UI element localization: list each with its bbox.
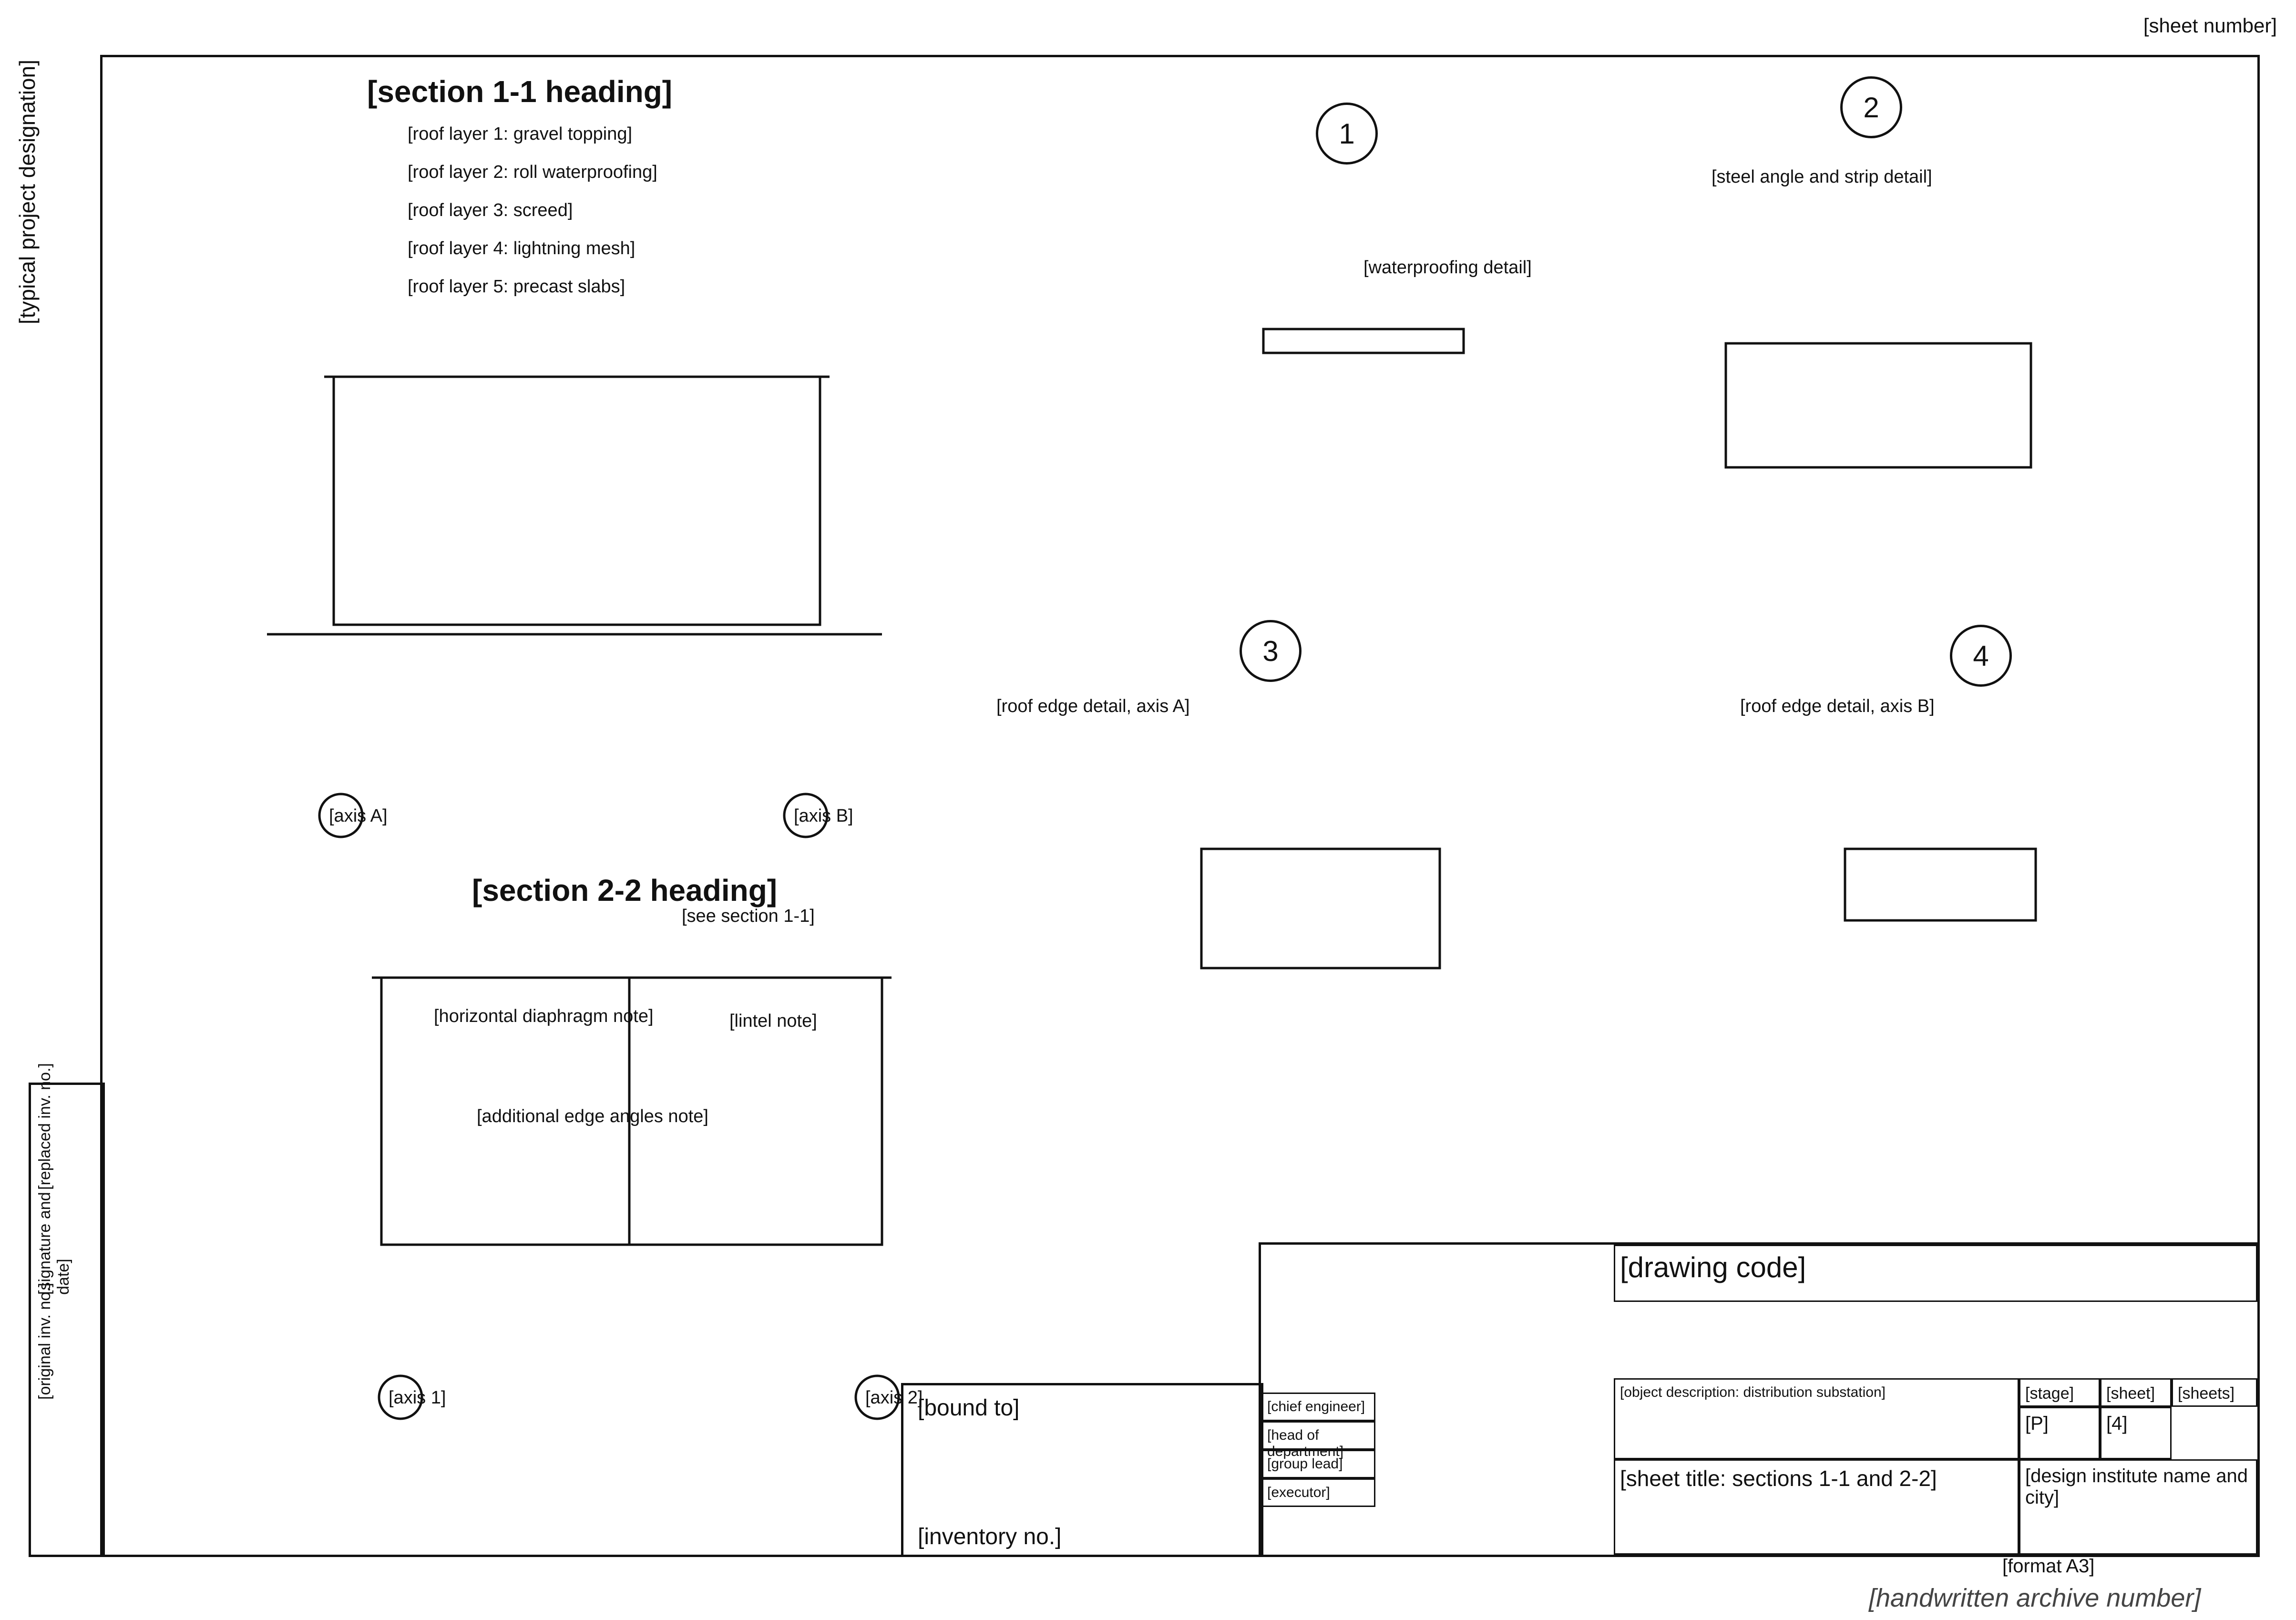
side-strip: [original inv. no.] [signature and date]… xyxy=(29,1063,105,1557)
node-2-caption: [steel angle and strip detail] xyxy=(1712,167,1932,187)
role-2: [head of department] xyxy=(1261,1421,1375,1459)
layer-5: [roof layer 5: precast slabs] xyxy=(408,277,625,297)
section-2-reference: [see section 1-1] xyxy=(682,906,815,926)
diaphragm-note: [horizontal diaphragm note] xyxy=(434,1006,654,1026)
organization: [design institute name and city] xyxy=(2019,1459,2257,1555)
role-1: [chief engineer] xyxy=(1261,1393,1375,1421)
axis-2-bubble xyxy=(854,1374,900,1420)
title-block: [drawing code] [object description: dist… xyxy=(1259,1242,2260,1557)
binding-block: [bound to] [inventory no.] xyxy=(901,1383,1263,1557)
node-1-sketch xyxy=(1262,328,1465,354)
section-2-title: [section 2-2 heading] xyxy=(472,873,778,908)
layer-2: [roof layer 2: roll waterproofing] xyxy=(408,162,657,182)
handwritten-number: [handwritten archive number] xyxy=(1869,1584,2201,1612)
node-3-caption: [roof edge detail, axis A] xyxy=(996,696,1190,716)
stage-label: [stage] xyxy=(2019,1378,2100,1407)
stage-value: [P] xyxy=(2019,1407,2100,1459)
node-2-sketch xyxy=(1724,342,2032,469)
section-1-outline xyxy=(332,375,821,626)
section-2-outline xyxy=(380,976,883,1246)
axis-1-bubble xyxy=(378,1374,423,1420)
node-4-caption: [roof edge detail, axis B] xyxy=(1740,696,1935,716)
axis-a-bubble xyxy=(318,793,364,838)
layer-4: [roof layer 4: lightning mesh] xyxy=(408,238,636,258)
side-cell-3: [replaced inv. no.] xyxy=(36,1063,54,1190)
axis-2-label: [axis 2] xyxy=(865,1388,923,1408)
format-label: [format A3] xyxy=(2002,1556,2095,1577)
axis-1-label: [axis 1] xyxy=(389,1388,446,1408)
sheet-label: [sheet] xyxy=(2100,1378,2172,1407)
role-3: [group lead] xyxy=(1261,1450,1375,1478)
sheet-value: [4] xyxy=(2100,1407,2172,1459)
node-2-mark: 2 xyxy=(1840,76,1902,138)
inventory-label: [inventory no.] xyxy=(918,1524,1062,1549)
binding-label: [bound to] xyxy=(918,1395,1020,1421)
angles-note: [additional edge angles note] xyxy=(477,1106,708,1126)
role-4: [executor] xyxy=(1261,1478,1375,1507)
axis-b-bubble xyxy=(783,793,829,838)
layer-3: [roof layer 3: screed] xyxy=(408,200,573,220)
node-3-mark: 3 xyxy=(1240,620,1302,682)
page-number: [sheet number] xyxy=(2143,14,2277,37)
node-1-mark: 1 xyxy=(1316,103,1378,165)
sheets-label: [sheets] xyxy=(2172,1378,2257,1407)
node-3-sketch xyxy=(1200,847,1441,970)
object-description: [object description: distribution substa… xyxy=(1614,1378,2019,1459)
node-4-sketch xyxy=(1844,847,2037,922)
node-1-caption: [waterproofing detail] xyxy=(1363,258,1532,278)
axis-a-label: [axis A] xyxy=(329,806,388,826)
section-1-title: [section 1-1 heading] xyxy=(367,74,673,109)
sheet-title: [sheet title: sections 1-1 and 2-2] xyxy=(1614,1459,2019,1555)
node-4-mark: 4 xyxy=(1950,625,2012,687)
layer-1: [roof layer 1: gravel topping] xyxy=(408,124,633,144)
axis-b-label: [axis B] xyxy=(794,806,853,826)
drawing-code: [drawing code] xyxy=(1614,1245,2257,1302)
lintel-note: [lintel note] xyxy=(729,1011,817,1031)
